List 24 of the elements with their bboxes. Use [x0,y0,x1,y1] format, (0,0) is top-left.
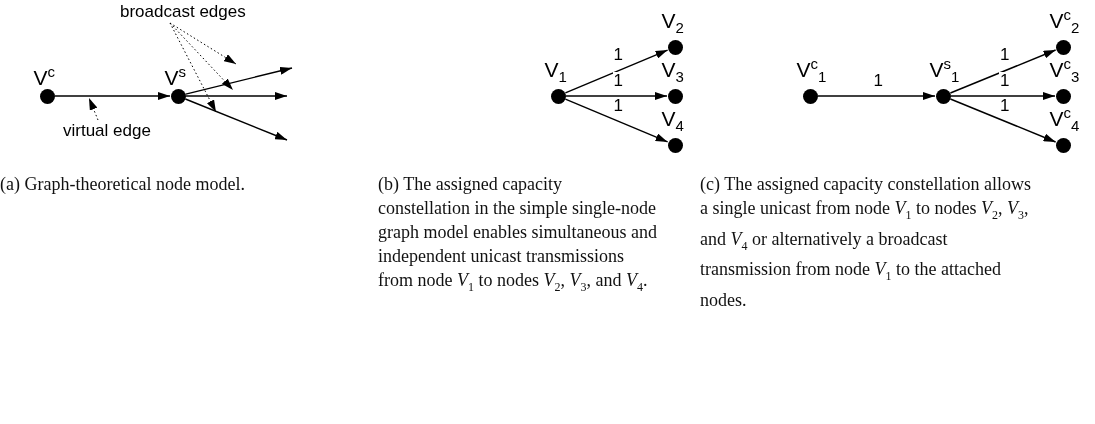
arrow [949,49,1057,94]
arrow [565,92,668,100]
vertex-label: V$_{3}$ [661,59,684,88]
arrow [949,98,1057,143]
arrow [817,92,936,100]
vertex-label: V$_{2}$ [661,10,684,39]
arrow [564,49,669,94]
caption-text: (a) Graph-theoretical node model. [0,173,246,196]
arrow [185,67,293,95]
annotation-text: broadcast edges [120,2,246,22]
arrow [54,92,171,100]
vertex-label: V$^{c}$ [33,61,55,89]
vertex-label: V$^{s}$ [164,61,186,89]
leader-line [88,97,99,121]
arrow [564,98,669,143]
annotation-text: virtual edge [63,121,151,141]
caption-text: (c) The assigned capacity constellation allows a single unicast from node V$_{1}$ to nodes V$_{2}$, V$_{3}$, and V$_{4}$ or alternatively a broadcast transmission from node V$_{1}$ to the attached nodes. [700,173,1033,312]
arrow [950,92,1056,100]
arrow [185,92,288,100]
caption-text: (b) The assigned capacity constellation in the simple single-node graph model enables simultaneous and independent unicast transmissions from node V$_{1}$ to nodes V$_{2}$, V$_{3}$, and V$_{4}$. [378,173,658,296]
leader-line [169,22,217,113]
arrow [184,98,288,141]
vertex-label: V$_{4}$ [661,108,684,137]
vertex-label: V$_{1}$ [544,59,567,88]
